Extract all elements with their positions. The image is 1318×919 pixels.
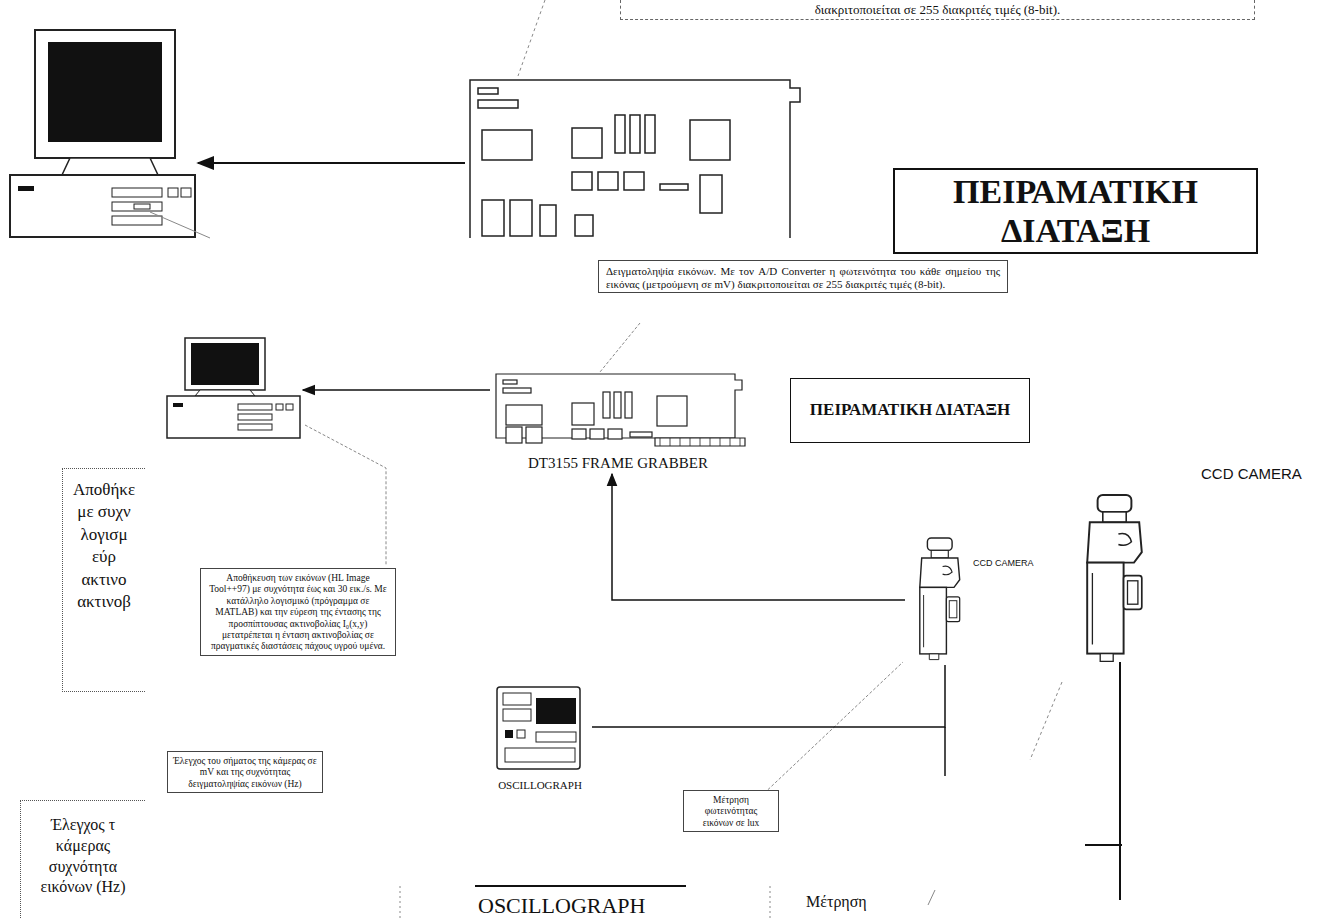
device-label: OSCILLOGRAPH [478, 893, 645, 919]
node-text: Έλεγχος του σήματος της κάμερας σε mV κα… [173, 756, 317, 790]
callout-box: Αποθήκευση των εικόνων (HL Image Tool++9… [200, 568, 396, 656]
oscillograph: OSCILLOGRAPH [488, 683, 592, 791]
callout-box: διακριτοποιείται σε 255 διακριτές τιμές … [620, 0, 1255, 20]
node-text: Δειγματοληψία εικόνων. Με τον A/D Conver… [606, 265, 1000, 290]
frame-grabber: DT3155 FRAME GRABBER [488, 368, 748, 472]
callout-box: Έλεγχος τκάμεραςσυχνότηταεικόνων (Hz) [20, 800, 145, 919]
title-box: ΠΕΙΡΑΜΑΤΙΚΗ ΔΙΑΤΑΞΗ [790, 378, 1030, 443]
node-text: συχνότητα [21, 857, 145, 878]
frame-grabber-card-small [496, 374, 745, 446]
node-text: ΠΕΙΡΑΜΑΤΙΚΗ ΔΙΑΤΑΞΗ [905, 172, 1246, 250]
callout-box: Μέτρηση φωτεινότητας εικόνων σε lux [683, 790, 779, 832]
node-text: ακτινο [63, 569, 145, 591]
node-text: διακριτοποιείται σε 255 διακριτές τιμές … [629, 2, 1246, 18]
connector [592, 665, 945, 727]
title-box: ΠΕΙΡΑΜΑΤΙΚΗ ΔΙΑΤΑΞΗ [893, 168, 1258, 254]
node-text: ΠΕΙΡΑΜΑΤΙΚΗ ΔΙΑΤΑΞΗ [810, 400, 1010, 420]
computer-large [10, 30, 210, 238]
node-text: με συχν [63, 501, 145, 523]
node-text: OSCILLOGRAPH [498, 779, 582, 791]
computer-small [167, 338, 300, 438]
node-text: εύρ [63, 546, 145, 568]
node-text: CCD CAMERA [1201, 465, 1315, 482]
callout-box: Έλεγχος του σήματος της κάμερας σε mV κα… [167, 751, 323, 793]
oscillograph-symbol [497, 687, 580, 769]
node-text: εικόνων (Hz) [21, 877, 145, 898]
node-text: Αποθήκε [63, 479, 145, 501]
node-text: ακτινοβ [63, 591, 145, 613]
node-text: λογισμ [63, 524, 145, 546]
ccd-camera: CCD CAMERA [1075, 455, 1315, 665]
frame-grabber-card-large [470, 80, 800, 238]
callout-box: Αποθήκεμε συχνλογισμεύρακτινοακτινοβ [62, 468, 145, 692]
ccd-camera: CCD CAMERA [905, 530, 1080, 665]
node-text: Αποθήκευση των εικόνων (HL Image Tool++9… [206, 573, 390, 653]
node-text: DT3155 FRAME GRABBER [528, 455, 708, 472]
connector [612, 474, 905, 600]
node-text: Έλεγχος τ [21, 815, 145, 836]
node-text: Μέτρηση φωτεινότητας εικόνων σε lux [689, 795, 773, 829]
callout-box: Δειγματοληψία εικόνων. Με τον A/D Conver… [598, 260, 1008, 293]
note-text: Μέτρηση [806, 893, 867, 911]
node-text: κάμερας [21, 836, 145, 857]
node-text: CCD CAMERA [973, 558, 1080, 568]
